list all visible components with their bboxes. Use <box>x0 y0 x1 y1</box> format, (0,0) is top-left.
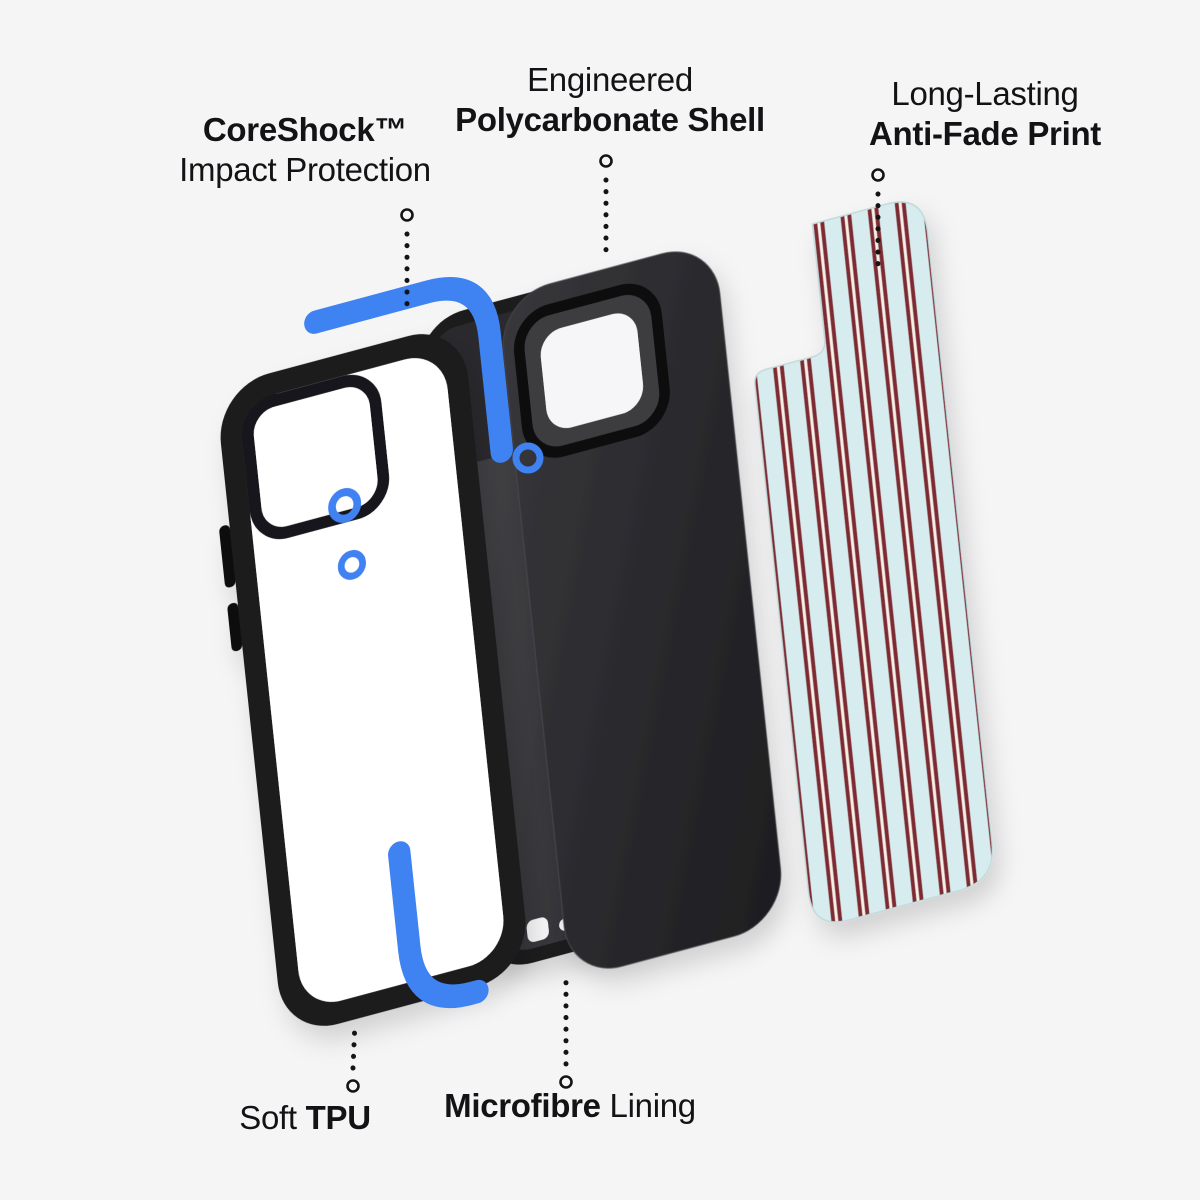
side-button-short <box>227 602 243 652</box>
tpu-bumper-piece <box>219 334 526 1026</box>
label-tpu-prefix: Soft <box>239 1099 306 1136</box>
label-antifade-title: Anti-Fade Print <box>869 115 1101 153</box>
coreshock-corner-top <box>304 277 513 463</box>
label-microfibre-title: Microfibre <box>444 1087 601 1124</box>
label-polycarbonate: Engineered Polycarbonate Shell <box>400 60 820 141</box>
camera-cutout-outline <box>242 374 390 540</box>
leader-ring-coreshock <box>400 208 414 222</box>
port-cutout-square <box>526 917 549 942</box>
coreshock-corner-bottom <box>388 841 489 1009</box>
printed-plate-piece <box>754 201 994 923</box>
label-polycarbonate-prefix: Engineered <box>527 61 693 98</box>
label-polycarbonate-title: Polycarbonate Shell <box>455 101 765 139</box>
label-coreshock: CoreShock™ Impact Protection <box>85 110 525 191</box>
leader-dots-tpu <box>350 1019 358 1071</box>
coreshock-bottom-strip <box>388 841 489 1009</box>
printed-plate-shape <box>754 201 994 923</box>
side-button-long <box>219 525 236 588</box>
leader-ring-print <box>871 168 885 182</box>
leader-ring-lining <box>559 1075 573 1089</box>
leader-ring-shell <box>599 154 613 168</box>
shell-camera-hole <box>540 313 644 428</box>
label-coreshock-subtitle: Impact Protection <box>179 151 431 189</box>
label-tpu-title: TPU <box>305 1099 371 1136</box>
label-antifade: Long-Lasting Anti-Fade Print <box>770 74 1200 155</box>
leader-ring-tpu <box>346 1079 360 1093</box>
label-microfibre-suffix: Lining <box>600 1087 697 1124</box>
label-coreshock-title: CoreShock™ <box>202 111 408 148</box>
camera-ring-accent <box>328 488 362 523</box>
label-microfibre: Microfibre Lining <box>370 1086 770 1126</box>
label-tpu: Soft TPU <box>105 1098 505 1138</box>
polycarbonate-shell-piece <box>502 251 782 969</box>
coreshock-top-strip <box>304 277 513 463</box>
coreshock-ring-accent <box>512 442 544 474</box>
shell-edge-highlight <box>502 251 782 969</box>
label-antifade-prefix: Long-Lasting <box>891 75 1079 112</box>
leader-lines <box>346 154 885 1093</box>
lens-ring-accent <box>337 550 367 580</box>
